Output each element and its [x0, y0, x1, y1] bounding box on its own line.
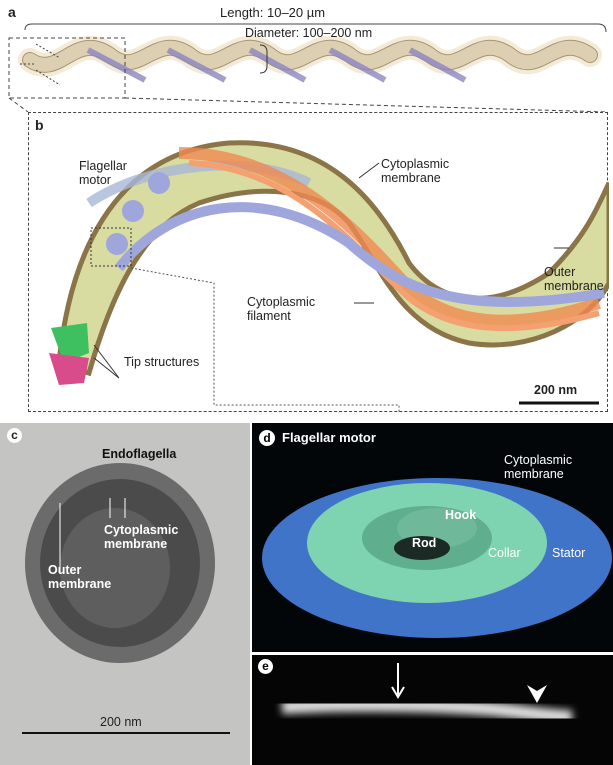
cell-tip-reconstruction [49, 140, 609, 413]
scale-bar-label-c: 200 nm [100, 715, 142, 729]
label-tip-structures: Tip structures [124, 355, 200, 369]
arrow-icon [391, 663, 405, 699]
label-collar: Collar [488, 546, 521, 560]
label-outer-membrane-c: Outer membrane [48, 563, 112, 591]
arrowhead-icon [527, 685, 547, 703]
label-outer-membrane: Outer membrane [544, 265, 604, 293]
panel-c: c Endoflagella Cytoplasmic membrane Oute… [0, 423, 250, 765]
label-rod: Rod [412, 536, 437, 550]
label-cytoplasmic-filament: Cytoplasmic filament [247, 295, 316, 323]
panel-letter-b: b [35, 117, 44, 133]
panel-letter-a: a [8, 4, 16, 20]
flagellum-fluorescence-image [281, 663, 573, 724]
cross-section-micrograph [22, 463, 230, 734]
label-cytoplasmic-membrane-d: Cytoplasmic membrane [504, 453, 573, 481]
flagellar-motor-reconstruction [262, 478, 612, 638]
length-label: Length: 10–20 µm [220, 5, 326, 20]
panel-d: d Flagellar motor Cytoplasmic membrane H… [252, 423, 613, 652]
panel-letter-e: e [258, 659, 273, 674]
label-endoflagella: Endoflagella [102, 447, 177, 461]
label-cytoplasmic-membrane-c: Cytoplasmic membrane [104, 523, 179, 551]
label-hook: Hook [445, 508, 477, 522]
label-cytoplasmic-membrane: Cytoplasmic membrane [381, 157, 450, 185]
panel-d-title: Flagellar motor [282, 430, 376, 445]
label-flagellar-motor: Flagellar motor [79, 159, 127, 187]
panel-e: e [252, 655, 613, 765]
diameter-label: Diameter: 100–200 nm [245, 26, 373, 40]
panel-letter-c: c [7, 428, 22, 443]
panel-letter-d: d [259, 430, 275, 446]
panel-b: b Flagellar motor Cytoplasmic membrane O… [28, 112, 609, 413]
scale-bar-label-b: 200 nm [534, 383, 578, 397]
spirochete-overview-drawing [8, 23, 609, 112]
label-stator: Stator [552, 546, 586, 560]
